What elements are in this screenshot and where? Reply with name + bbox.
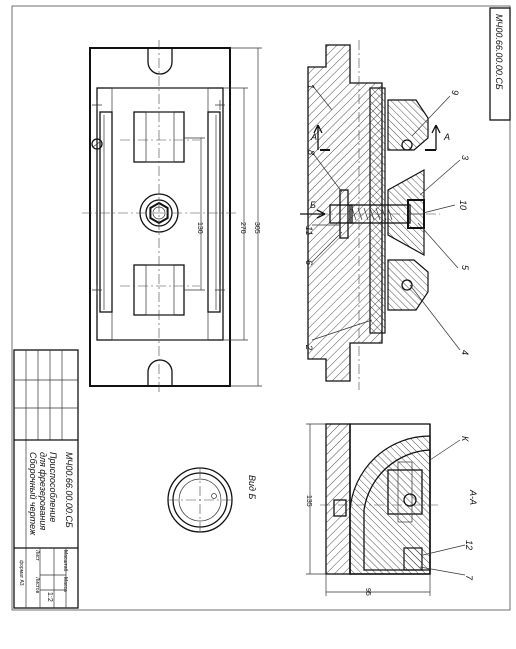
callout-2: 2 bbox=[304, 344, 314, 350]
callout-k: К bbox=[460, 436, 470, 442]
drawing-number-rotated: МЧ00.66.00.00.СБ bbox=[494, 14, 504, 90]
top-view bbox=[82, 40, 238, 395]
callout-10: 10 bbox=[458, 200, 468, 210]
view-b: Вид Б bbox=[167, 467, 257, 533]
view-b-title: Вид Б bbox=[247, 475, 257, 499]
callout-7: 7 bbox=[464, 575, 474, 581]
title-block-format: формат А3 bbox=[18, 560, 24, 586]
drawing-number-box: МЧ00.66.00.00.СБ bbox=[489, 7, 511, 121]
callout-5: 5 bbox=[460, 265, 470, 271]
title-block-mass-label: Масса bbox=[62, 577, 68, 592]
callout-12: 12 bbox=[464, 540, 474, 550]
dim-overall-length: 305 bbox=[253, 222, 260, 234]
callout-9: 9 bbox=[450, 90, 460, 95]
label-arrow-a-top: А bbox=[310, 132, 317, 142]
top-view-dimensions: 305 270 130 bbox=[184, 47, 262, 387]
title-block-name-1: Приспособление bbox=[48, 452, 58, 522]
title-block-scale-label: Масштаб bbox=[62, 550, 68, 572]
callout-11: 11 bbox=[304, 226, 314, 235]
title-block-sheet-label: Лист bbox=[34, 550, 40, 562]
label-arrow-a-bottom: А bbox=[443, 132, 450, 142]
title-block-designation: МЧ00.66.00.00.СБ bbox=[64, 452, 74, 528]
callout-6: 6 bbox=[304, 260, 314, 265]
dim-slot-length: 130 bbox=[196, 222, 203, 234]
dim-width: 95 bbox=[364, 588, 371, 596]
callout-1: 1 bbox=[306, 84, 316, 89]
title-block-scale: 1:2 bbox=[46, 592, 53, 602]
screw-head-icon bbox=[91, 138, 103, 150]
title-block-sheets-label: Листов bbox=[34, 577, 40, 594]
callout-3: 3 bbox=[460, 155, 470, 160]
dim-inner-length: 270 bbox=[239, 222, 246, 234]
front-section-view: Б А А bbox=[300, 40, 450, 390]
section-a-a-title: А-А bbox=[468, 489, 478, 505]
label-arrow-b: Б bbox=[310, 200, 316, 210]
sheet-border bbox=[11, 5, 511, 611]
title-block-name-2: для фрезерования bbox=[38, 452, 48, 530]
callout-4: 4 bbox=[460, 350, 470, 355]
title-block-name-3: Сборочный чертеж bbox=[28, 452, 38, 536]
section-a-a-view: 135 95 К 12 7 А-А bbox=[305, 423, 478, 596]
front-section-callouts: 1 9 8 3 10 11 6 5 2 4 bbox=[304, 84, 470, 355]
dim-height: 135 bbox=[305, 495, 312, 507]
title-block: МЧ00.66.00.00.СБ Приспособление для фрез… bbox=[13, 349, 79, 609]
callout-8: 8 bbox=[306, 150, 316, 155]
